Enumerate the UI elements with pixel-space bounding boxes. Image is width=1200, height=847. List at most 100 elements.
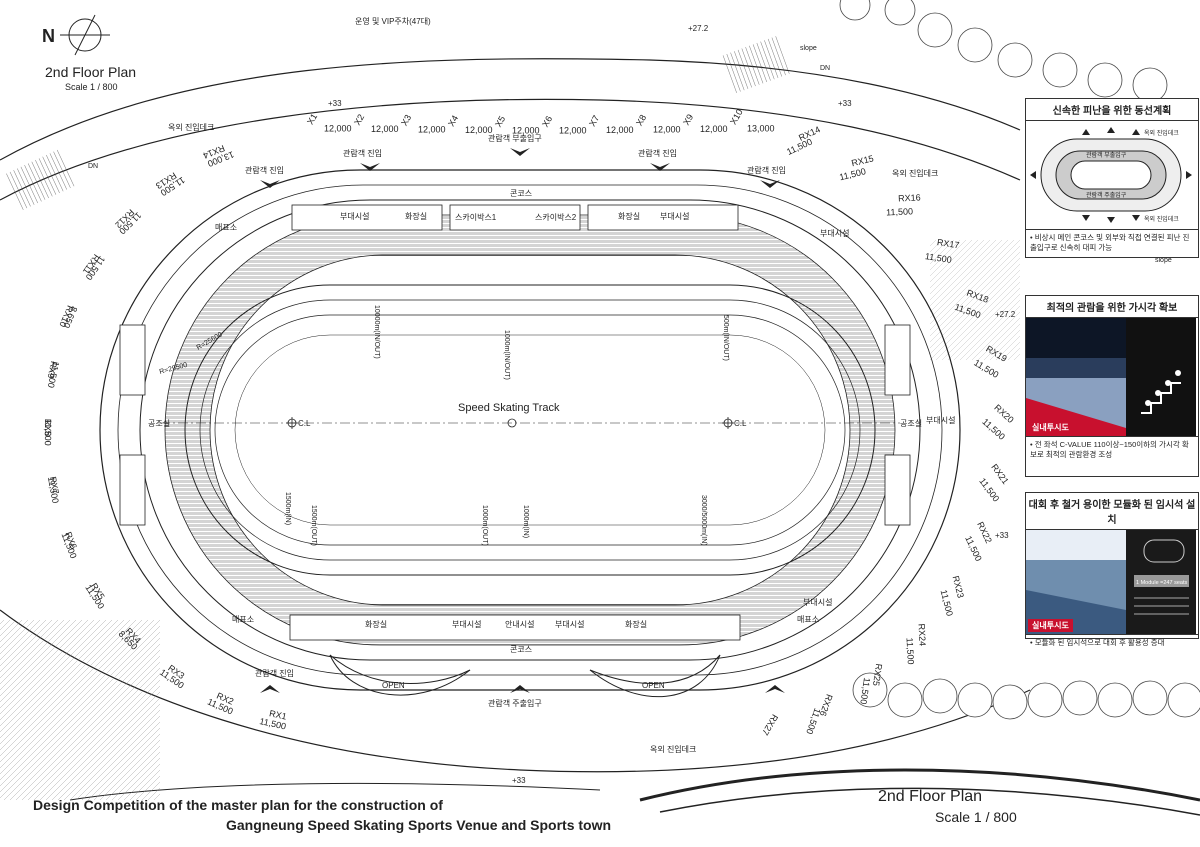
panel-module-label: 1 Module =247 seats [1136, 580, 1187, 586]
label-parking: 운영 및 VIP주차(47대) [355, 16, 431, 26]
grid-right-dim-11: 11,500 [858, 677, 872, 705]
grid-left-rx1: RX1 [268, 708, 287, 722]
grid-top-x9: X9 [681, 112, 695, 127]
hatch-area-sw [0, 620, 160, 800]
grid-right-rx23: RX23 [951, 575, 966, 599]
label-level-6: +33 [512, 776, 526, 785]
label-entrance-main-top: 관람객 부출입구 [488, 133, 542, 143]
label-air-right: 공조실 [900, 418, 922, 428]
label-lane-6: 1000m(IN) [522, 505, 529, 538]
plan-title-bottom: 2nd Floor Plan [878, 788, 983, 805]
label-dn-1: DN [88, 163, 98, 170]
label-skybox-2: 스카이박스2 [535, 212, 577, 222]
grid-right-rx16: RX16 [898, 192, 921, 203]
grid-top-dim-4: 12,000 [512, 126, 540, 136]
grid-right-rx17: RX17 [936, 237, 960, 250]
grid-top-x5: X5 [493, 114, 507, 129]
panel-temporary-seating-image: 1 Module =247 seats 실내투시도 [1026, 530, 1198, 634]
label-open-1: OPEN [382, 681, 405, 690]
label-entrance-main-bottom: 관람객 주출입구 [488, 698, 542, 708]
plan-scale-bottom: Scale 1 / 800 [935, 809, 1017, 825]
grid-right-dim-8: 11,500 [963, 534, 984, 563]
grid-right-rx21: RX21 [989, 462, 1010, 486]
label-concourse-top: 콘코스 [510, 189, 532, 198]
label-outdoor-deck-ne: 옥외 진입데크 [892, 168, 938, 178]
label-spectator-entry-4: 관람객 진입 [747, 165, 786, 175]
grid-top-dim-5: 12,000 [559, 126, 587, 136]
grid-right-rx27: RX27 [760, 713, 780, 737]
grid-top-dim-7: 12,000 [653, 125, 681, 135]
panel-evacuation-title: 신속한 피난을 위한 동선계획 [1026, 99, 1198, 121]
plan-title: 2nd Floor Plan [45, 64, 137, 80]
panel-evacuation-diagram: 옥외 진입데크 관람객 부출입구 관람객 주출입구 옥외 진입데크 [1026, 121, 1198, 229]
label-ticket-3: 매표소 [797, 615, 819, 624]
label-aux-3: 부대시설 [820, 228, 849, 238]
label-lane-2: 10000m(IN/OUT) [373, 305, 380, 359]
grid-labels-top: X112,000X212,000X312,000X412,000X512,000… [305, 107, 774, 135]
label-level-1: +27.2 [688, 24, 709, 33]
grid-right-dim-10: 11,500 [904, 637, 915, 664]
north-label: N [42, 26, 55, 46]
grid-right-rx25: RX25 [871, 663, 884, 687]
hatch-area-se [930, 240, 1020, 360]
label-lane-3: 1500m(IN) [284, 492, 291, 525]
label-restroom-2: 화장실 [618, 211, 640, 221]
label-spectator-entry-3: 관람객 진입 [638, 148, 677, 158]
label-cl-right: C.L [734, 419, 747, 428]
grid-top-x4: X4 [446, 114, 460, 129]
grid-right-dim-9: 11,500 [939, 589, 955, 617]
label-level-3: +33 [838, 99, 852, 108]
grid-right-dim-5: 11,500 [972, 358, 1000, 380]
grid-right-dim-3: 11,500 [924, 251, 952, 265]
grid-top-dim-1: 12,000 [371, 124, 399, 134]
building-blocks [119, 204, 911, 641]
grid-top-dim-3: 12,000 [465, 125, 493, 135]
panel-evac-label-3: 관람객 주출입구 [1086, 191, 1127, 199]
grid-top-x7: X7 [587, 114, 601, 129]
label-level-5: +33 [995, 531, 1009, 540]
label-slope-2: slope [1155, 257, 1172, 264]
panel-temporary-seating-title: 대회 후 철거 용이한 모듈화 된 임시석 설치 [1026, 493, 1198, 530]
trees [839, 0, 1200, 720]
grid-right-dim-12: 11,500 [804, 707, 822, 736]
plan-labels: 운영 및 VIP주차(47대) 옥외 진입데크 옥외 진입데크 옥외 진입데크 … [88, 16, 1172, 785]
label-aux-7: 부대시설 [803, 597, 832, 607]
label-cl-left: C.L [298, 419, 311, 428]
grid-right-dim-2: 11,500 [886, 206, 913, 217]
label-lane-5: 1000m(OUT) [481, 505, 488, 546]
panel-evacuation: 신속한 피난을 위한 동선계획 옥외 진입데크 관람객 부출입구 관람객 주출입… [1025, 98, 1199, 258]
centerline-markers [286, 417, 734, 429]
panel-evac-label-2: 관람객 부출입구 [1086, 151, 1127, 159]
label-slope-1: slope [800, 45, 817, 52]
grid-top-dim-0: 12,000 [324, 123, 352, 133]
label-spectator-entry-2: 관람객 진입 [343, 148, 382, 158]
label-ticket-1: 매표소 [215, 223, 237, 232]
label-lane-7: 3000/5000m(IN) [700, 495, 707, 546]
panel-temporary-seating-tag: 실내투시도 [1028, 619, 1073, 632]
panel-evacuation-note: • 비상시 메인 콘코스 및 외부와 직접 연결된 피난 진출입구로 신속히 대… [1026, 229, 1198, 256]
grid-top-dim-6: 12,000 [606, 125, 634, 135]
label-restroom-1: 화장실 [405, 211, 427, 221]
label-aux-2: 부대시설 [660, 211, 689, 221]
grid-right-rx24: RX24 [916, 623, 927, 646]
grid-right-dim-7: 11,500 [977, 476, 1001, 504]
label-lane-1: 1000m(IN/OUT) [503, 330, 510, 380]
label-restroom-4: 화장실 [625, 619, 647, 629]
competition-title-line1: Design Competition of the master plan fo… [33, 797, 443, 813]
stair-n [719, 35, 791, 95]
panel-sightline: 최적의 관람을 위한 가시각 확보 실내투시도 • 전 좌석 C-VALUE 1… [1025, 295, 1199, 477]
panel-evac-label-1: 옥외 진입데크 [1144, 129, 1179, 137]
grid-top-dim-2: 12,000 [418, 125, 446, 135]
panel-sightline-title: 최적의 관람을 위한 가시각 확보 [1026, 296, 1198, 318]
plan-scale: Scale 1 / 800 [65, 82, 118, 92]
grid-right-dim-6: 11,500 [980, 416, 1007, 441]
competition-title-line2: Gangneung Speed Skating Sports Venue and… [226, 817, 612, 833]
grid-top-x3: X3 [399, 113, 413, 128]
label-open-2: OPEN [642, 681, 665, 690]
grid-right-dim-1: 11,500 [838, 166, 866, 182]
label-aux-4: 부대시설 [926, 415, 955, 425]
label-lane-4: 1500m(OUT) [310, 505, 317, 546]
label-dn-2: DN [820, 65, 830, 72]
panel-temporary-seating-note: • 모듈화 된 임시석으로 대회 후 활용성 증대 [1026, 634, 1198, 651]
grid-top-dim-9: 13,000 [747, 123, 775, 133]
